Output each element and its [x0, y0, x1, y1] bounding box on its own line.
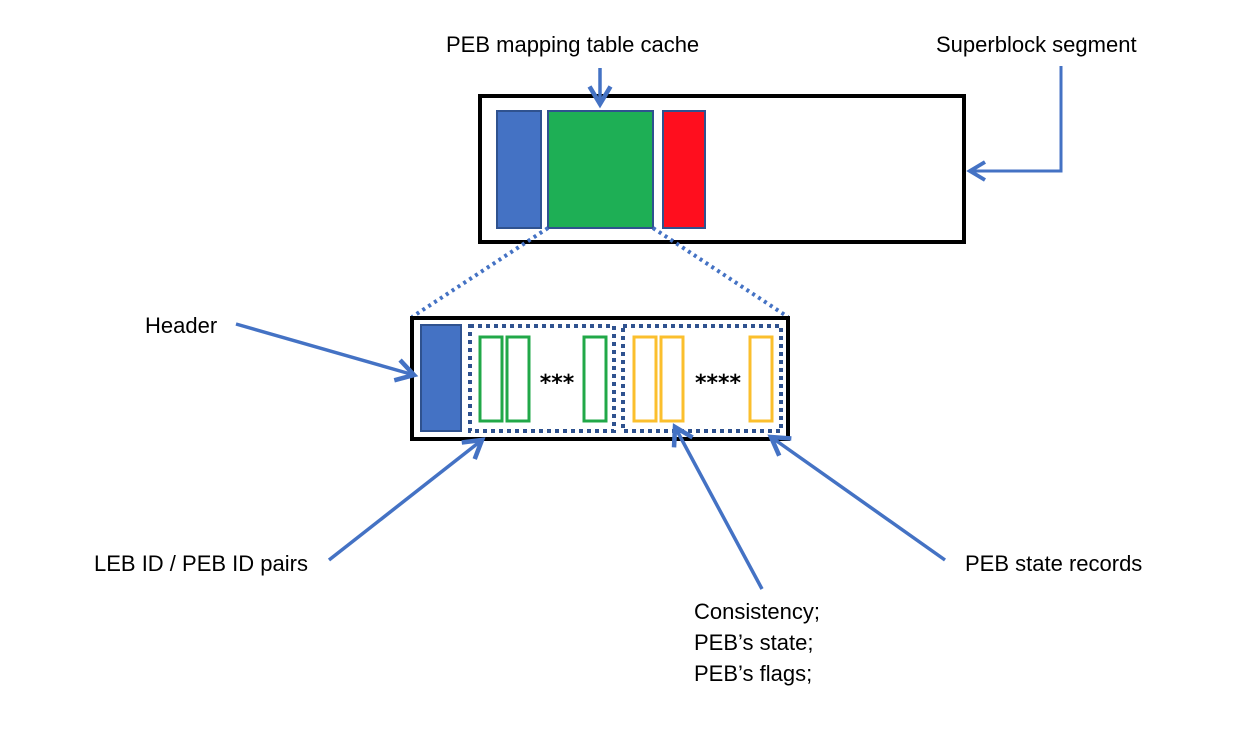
record-field-peb-state: PEB’s state; — [694, 630, 813, 655]
peb-state-records-group — [621, 324, 783, 433]
superblock-other-block — [662, 110, 706, 229]
leb-peb-pairs-label: LEB ID / PEB ID pairs — [94, 551, 308, 576]
zoom-projection-line-right — [651, 226, 790, 319]
leb-peb-pairs-arrow — [327, 437, 486, 562]
header-label: Header — [145, 313, 217, 338]
pairs-ellipsis: *** — [540, 371, 575, 396]
record-field-consistency: Consistency; — [694, 599, 820, 624]
leb-peb-pair-cell — [505, 335, 531, 423]
peb-state-record-cell — [748, 335, 774, 423]
record-fields-arrow — [671, 423, 764, 590]
record-field-peb-flags: PEB’s flags; — [694, 661, 812, 686]
peb-state-records-label: PEB state records — [965, 551, 1142, 576]
peb-state-records-arrow — [767, 434, 947, 562]
cache-header-block — [420, 324, 462, 432]
peb-mapping-table-cache-block — [547, 110, 654, 229]
leb-peb-pair-cell — [582, 335, 608, 423]
peb-mapping-table-cache-label: PEB mapping table cache — [446, 32, 699, 57]
zoom-projection-line-left — [410, 226, 550, 319]
leb-peb-pairs-group — [468, 324, 616, 433]
header-arrow — [235, 322, 419, 383]
superblock-segment-label: Superblock segment — [936, 32, 1137, 57]
peb-state-record-cell — [632, 335, 658, 423]
superblock-header-block — [496, 110, 542, 229]
superblock-segment-arrow — [966, 66, 1063, 182]
records-ellipsis: **** — [695, 371, 742, 396]
peb-state-record-cell — [659, 335, 685, 423]
leb-peb-pair-cell — [478, 335, 504, 423]
